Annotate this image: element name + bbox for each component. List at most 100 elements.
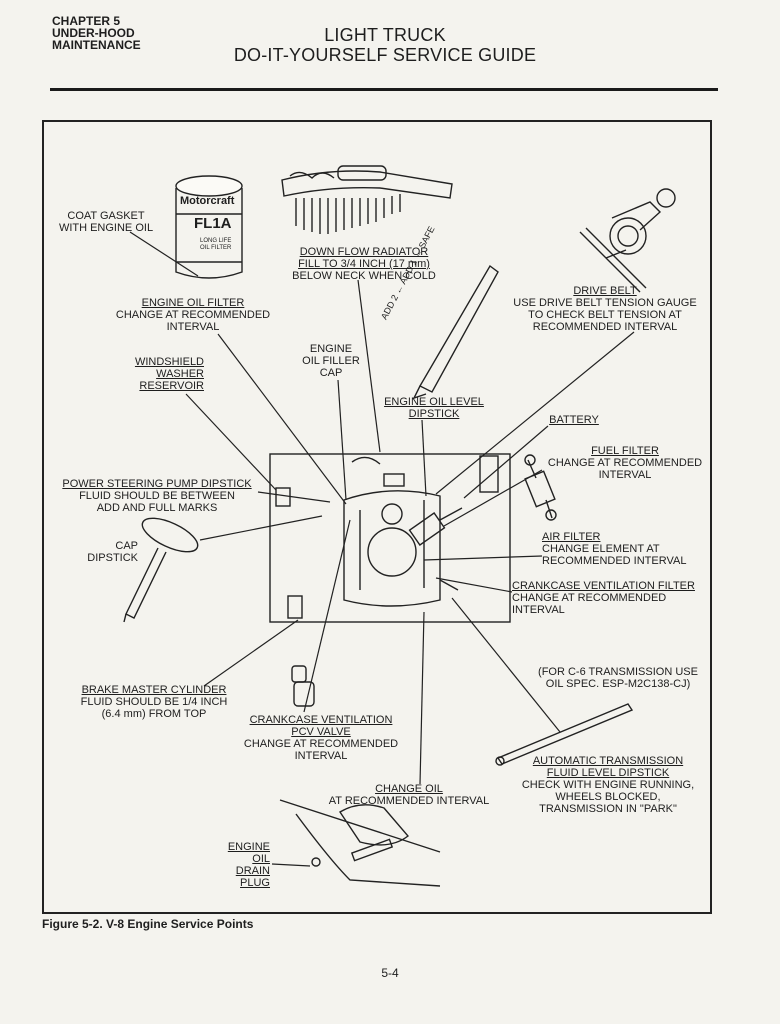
label-brake-master: BRAKE MASTER CYLINDER FLUID SHOULD BE 1/… xyxy=(70,684,238,720)
label-drive-belt: DRIVE BELT USE DRIVE BELT TENSION GAUGE … xyxy=(506,285,704,333)
oil-dipstick-scale-illustration xyxy=(412,264,499,400)
label-line: CHECK WITH ENGINE RUNNING, xyxy=(521,779,695,791)
label-line: COAT GASKET xyxy=(67,210,145,222)
label-line: AT RECOMMENDED INTERVAL xyxy=(328,795,490,807)
label-washer-reservoir: WINDSHIELD WASHER RESERVOIR xyxy=(120,356,204,392)
chapter-section-2: MAINTENANCE xyxy=(52,38,141,52)
label-line: (FOR C-6 TRANSMISSION USE xyxy=(538,666,698,678)
label-radiator: DOWN FLOW RADIATOR FILL TO 3/4 INCH (17 … xyxy=(284,246,444,282)
engine-bay-illustration xyxy=(269,453,511,623)
label-line: INTERVAL xyxy=(598,469,652,481)
oil-filter-small-line-2: OIL FILTER xyxy=(200,245,232,251)
pcv-valve-illustration xyxy=(291,665,315,707)
oil-filter-small-text: LONG LIFE OIL FILTER xyxy=(200,238,231,252)
label-air-filter: AIR FILTER CHANGE ELEMENT AT RECOMMENDED… xyxy=(542,531,686,567)
label-line: DRIVE BELT xyxy=(573,285,637,297)
label-line: CHANGE AT RECOMMENDED xyxy=(243,738,399,750)
label-drain-plug: ENGINE OIL DRAIN PLUG xyxy=(220,841,270,889)
label-line: WITH ENGINE OIL xyxy=(58,222,154,234)
chapter-number: CHAPTER 5 xyxy=(52,14,121,28)
label-line: FLUID SHOULD BE 1/4 INCH xyxy=(80,696,228,708)
drain-plug-illustration xyxy=(279,799,441,887)
figure-caption: Figure 5-2. V-8 Engine Service Points xyxy=(42,917,254,931)
radiator-illustration xyxy=(281,165,453,234)
label-change-oil: CHANGE OIL AT RECOMMENDED INTERVAL xyxy=(318,783,500,807)
title-line-1: LIGHT TRUCK xyxy=(324,25,446,45)
label-line: WASHER xyxy=(156,368,204,380)
label-fuel-filter: FUEL FILTER CHANGE AT RECOMMENDED INTERV… xyxy=(540,445,710,481)
label-line: OIL FILLER xyxy=(302,355,360,367)
fuel-filter-illustration xyxy=(524,454,557,521)
label-line: BRAKE MASTER CYLINDER xyxy=(81,684,227,696)
oil-filter-brand: Motorcraft xyxy=(180,195,235,207)
label-oil-filter: ENGINE OIL FILTER CHANGE AT RECOMMENDED … xyxy=(108,297,278,333)
label-line: WHEELS BLOCKED, xyxy=(555,791,661,803)
label-line: FILL TO 3/4 INCH (17 mm) xyxy=(298,258,430,270)
label-line: OIL SPEC. ESP-M2C138-CJ) xyxy=(545,678,691,690)
label-line: CHANGE AT RECOMMENDED xyxy=(115,309,271,321)
label-line: ENGINE OIL LEVEL xyxy=(384,396,484,408)
label-line: CAP xyxy=(319,367,343,379)
label-line: (6.4 mm) FROM TOP xyxy=(101,708,207,720)
label-line: PLUG xyxy=(240,877,270,889)
chapter-heading: CHAPTER 5 UNDER-HOOD MAINTENANCE xyxy=(52,15,141,51)
oil-filter-small-line-1: LONG LIFE xyxy=(200,238,232,244)
label-line: CHANGE AT RECOMMENDED xyxy=(547,457,703,469)
page-title: LIGHT TRUCK DO-IT-YOURSELF SERVICE GUIDE xyxy=(220,25,550,65)
label-line: ENGINE OIL FILTER xyxy=(141,297,245,309)
label-pcv-valve: CRANKCASE VENTILATION PCV VALVE CHANGE A… xyxy=(236,714,406,762)
label-line: CHANGE OIL xyxy=(375,783,443,795)
label-oil-filler-cap: ENGINE OIL FILLER CAP xyxy=(296,343,366,379)
label-power-steering: POWER STEERING PUMP DIPSTICK FLUID SHOUL… xyxy=(56,478,258,514)
chapter-section: UNDER-HOOD xyxy=(52,26,135,40)
figure-frame xyxy=(42,120,712,914)
header-rule xyxy=(50,88,718,91)
label-line: WINDSHIELD xyxy=(134,356,204,368)
label-line: OIL xyxy=(252,853,270,865)
oil-filter-illustration xyxy=(175,175,243,279)
label-line: DOWN FLOW RADIATOR xyxy=(299,246,429,258)
label-line: INTERVAL xyxy=(166,321,220,333)
label-line: ADD AND FULL MARKS xyxy=(96,502,218,514)
label-line: DIPSTICK xyxy=(87,552,138,564)
label-line: POWER STEERING PUMP DIPSTICK xyxy=(62,478,252,490)
label-line: FUEL FILTER xyxy=(591,445,659,457)
label-crankcase-filter: CRANKCASE VENTILATION FILTER CHANGE AT R… xyxy=(512,580,695,616)
page-number: 5-4 xyxy=(381,966,399,980)
label-line: CAP xyxy=(115,540,138,552)
label-line: BATTERY xyxy=(549,414,599,426)
label-line: DIPSTICK xyxy=(408,408,460,420)
label-line: RESERVOIR xyxy=(139,380,204,392)
label-line: TO CHECK BELT TENSION AT xyxy=(528,309,682,321)
label-auto-trans: AUTOMATIC TRANSMISSION FLUID LEVEL DIPST… xyxy=(510,755,706,815)
label-line: RECOMMENDED INTERVAL xyxy=(532,321,678,333)
label-line: DRAIN xyxy=(235,865,270,877)
label-line: AIR FILTER xyxy=(542,531,601,543)
label-cap-dipstick: CAP DIPSTICK xyxy=(76,540,138,564)
label-line: FLUID LEVEL DIPSTICK xyxy=(546,767,670,779)
label-line: ENGINE xyxy=(309,343,353,355)
label-line: BELOW NECK WHEN COLD xyxy=(292,270,436,282)
label-line: PCV VALVE xyxy=(291,726,351,738)
label-battery: BATTERY xyxy=(544,414,604,426)
label-line: CHANGE AT RECOMMENDED xyxy=(512,592,667,604)
label-c6-note: (FOR C-6 TRANSMISSION USE OIL SPEC. ESP-… xyxy=(530,666,706,690)
label-line: AUTOMATIC TRANSMISSION xyxy=(532,755,684,767)
label-line: TRANSMISSION IN "PARK" xyxy=(539,803,677,815)
power-steering-dipstick-illustration xyxy=(123,517,199,623)
label-line: CRANKCASE VENTILATION FILTER xyxy=(512,580,695,592)
label-line: INTERVAL xyxy=(294,750,348,762)
label-line: INTERVAL xyxy=(512,604,565,616)
label-line: CRANKCASE VENTILATION xyxy=(249,714,393,726)
label-line: RECOMMENDED INTERVAL xyxy=(542,555,687,567)
label-coat-gasket: COAT GASKET WITH ENGINE OIL xyxy=(54,210,158,234)
label-line: CHANGE ELEMENT AT xyxy=(542,543,660,555)
oil-filter-model: FL1A xyxy=(194,215,232,232)
title-line-2: DO-IT-YOURSELF SERVICE GUIDE xyxy=(233,45,537,65)
transmission-dipstick-illustration xyxy=(495,703,634,766)
label-oil-level-dipstick: ENGINE OIL LEVEL DIPSTICK xyxy=(376,396,492,420)
label-line: USE DRIVE BELT TENSION GAUGE xyxy=(513,297,697,309)
belt-gauge-illustration xyxy=(579,188,676,293)
label-line: FLUID SHOULD BE BETWEEN xyxy=(79,490,235,502)
